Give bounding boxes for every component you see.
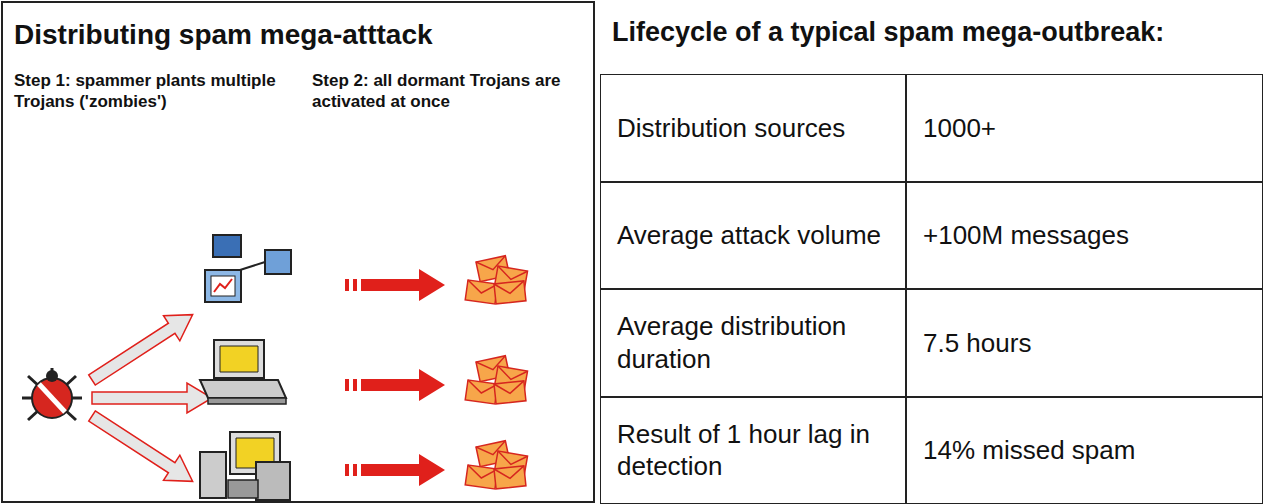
left-panel: Distributing spam mega-atttackStep 1: sp… [4, 4, 592, 500]
panel-title: Distributing spam mega-atttack [14, 18, 584, 52]
zombie-pc [200, 340, 286, 404]
spammer-bug [22, 368, 82, 420]
table-row-label: Result of 1 hour lag in detection [600, 397, 906, 504]
plant-arrows [84, 302, 212, 494]
table-value: +100M messages [906, 182, 1263, 290]
table-title: Lifecycle of a typical spam mega-outbrea… [612, 16, 1263, 48]
table-value: 7.5 hours [906, 289, 1263, 397]
step-text: Step 1: spammer plants multiple Trojans … [14, 70, 279, 113]
zombie-server [200, 432, 290, 500]
zombie-network [205, 235, 291, 302]
table-value: 1000+ [906, 74, 1263, 182]
panel-frame [2, 2, 594, 502]
lifecycle-table: Lifecycle of a typical spam mega-outbrea… [600, 74, 1263, 504]
table-row-label: Average attack volume [600, 182, 906, 290]
table-value: 14% missed spam [906, 397, 1263, 504]
table-row-label: Average distribution duration [600, 289, 906, 397]
table-row-label: Distribution sources [600, 74, 906, 182]
step-text: Step 2: all dormant Trojans are activate… [312, 70, 572, 113]
